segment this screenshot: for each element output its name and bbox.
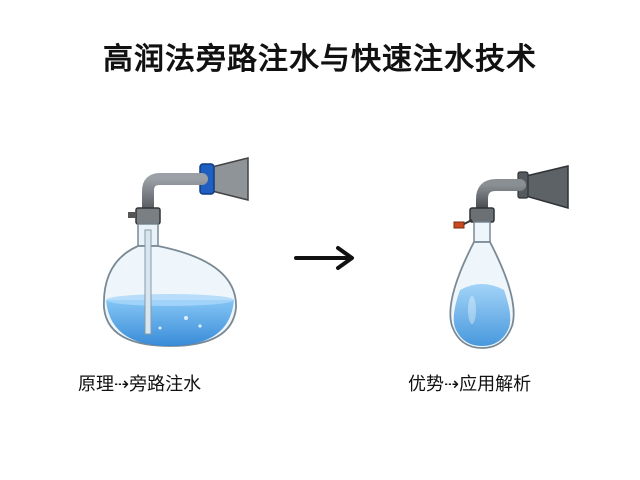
arrow-right-icon (294, 246, 354, 270)
teardrop-flask-illustration (430, 150, 590, 350)
right-caption: 优势⇢应用解析 (408, 374, 532, 395)
flask-with-bypass-pipe-icon (103, 157, 249, 347)
page-title: 高润法旁路注水与快速注水技术 (103, 42, 537, 77)
teardrop-flask-icon (449, 165, 569, 349)
bypass-flask-illustration (90, 150, 250, 350)
left-caption: 原理⇢旁路注水 (78, 374, 202, 395)
